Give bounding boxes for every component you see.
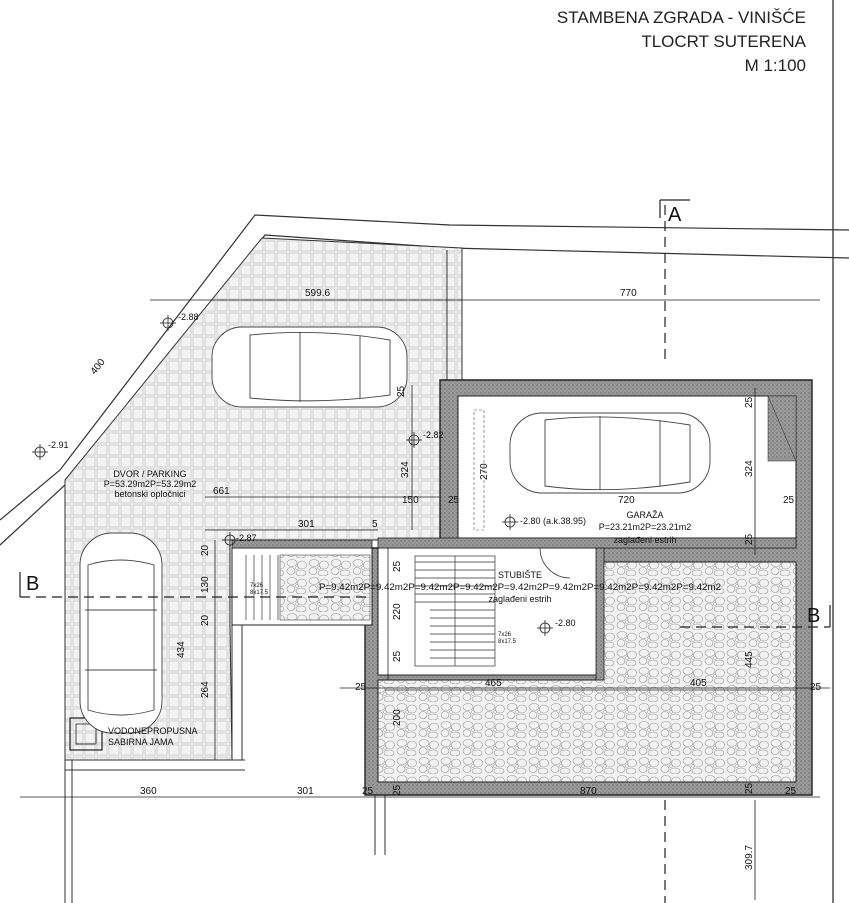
section-a-label: A	[668, 204, 682, 226]
dim-label: 360	[140, 786, 157, 797]
dim-label: 25	[392, 784, 403, 796]
room-name-garaza: GARAŽA	[626, 510, 663, 520]
dim-label: 661	[213, 486, 230, 497]
title-line-plan: TLOCRT SUTERENA	[641, 32, 806, 51]
level-label: -2.80	[555, 618, 576, 628]
title-line-scale: M 1:100	[744, 56, 806, 75]
level-label: -2.91	[48, 440, 69, 450]
dim-label: 25	[785, 786, 797, 797]
room-area-stubiste: P=9.42m2P=9.42m2P=9.42m2P=9.42m2P=9.42m2…	[319, 582, 721, 592]
title-block: STAMBENA ZGRADA - VINIŠĆE TLOCRT SUTEREN…	[557, 6, 806, 78]
level-label: -2.82	[423, 430, 444, 440]
dim-label: 150	[402, 495, 419, 506]
dim-label: 25	[448, 495, 460, 506]
garage-dashed-outline	[473, 409, 485, 531]
dim-label: 324	[744, 460, 755, 477]
room-name-dvor: DVOR / PARKING	[113, 469, 186, 479]
dim-label: 25	[744, 782, 755, 794]
section-line-b	[20, 596, 830, 628]
room-finish-garaza: zaglađeni estrih	[613, 535, 676, 545]
level-label: -2.87	[236, 533, 257, 543]
dim-label: 25	[744, 396, 755, 408]
level-markers	[32, 315, 553, 636]
door-swing	[539, 547, 571, 579]
stair-note: 8x17.5	[250, 590, 269, 596]
car-top-courtyard	[211, 326, 408, 408]
room-finish-dvor: betonski opločnici	[114, 489, 185, 499]
plot-boundary-outer	[0, 214, 849, 521]
dim-label: 301	[297, 786, 314, 797]
car-garage	[509, 412, 711, 494]
dim-label: 445	[744, 651, 755, 668]
septic-label-line1: VODONEPROPUSNA	[108, 726, 198, 736]
stair-hall-floor	[377, 547, 601, 676]
interior-stair-treads	[414, 555, 496, 667]
dim-label: 405	[690, 678, 707, 689]
section-b-right-label: B	[807, 605, 820, 627]
partition-wall	[377, 537, 797, 549]
dim-label: 324	[400, 461, 411, 478]
septic-label-line2: SABIRNA JAMA	[108, 737, 174, 747]
level-label: -2.88	[178, 312, 199, 322]
dim-label: 25	[396, 385, 407, 397]
dim-label: 465	[485, 678, 502, 689]
dim-label: 720	[618, 495, 635, 506]
plot-boundary-inner	[0, 234, 849, 546]
dim-label: 309.7	[744, 845, 755, 870]
stair-note: 7x26	[250, 583, 264, 589]
dim-label: 25	[392, 560, 403, 572]
dimension-lines	[20, 299, 830, 900]
dim-label: 599.6	[305, 288, 330, 299]
dim-label: 25	[355, 682, 367, 693]
room-finish-stubiste: zaglađeni estrih	[488, 594, 551, 604]
dim-label: 770	[620, 288, 637, 299]
room-name-stubiste: STUBIŠTE	[498, 570, 542, 580]
dim-label: 25	[810, 682, 822, 693]
dim-label: 5	[372, 519, 378, 530]
level-label: -2.80 (a.k.38.95)	[520, 516, 586, 526]
room-area-dvor: P=53.29m2P=53.29m2	[104, 479, 197, 489]
dim-label: 25	[783, 495, 795, 506]
dim-label: 25	[392, 650, 403, 662]
title-line-building: STAMBENA ZGRADA - VINIŠĆE	[556, 8, 806, 27]
dim-label: 434	[176, 641, 187, 658]
stair-note: 8x17.5	[498, 639, 517, 645]
dim-label: 870	[580, 786, 597, 797]
partition-wall	[595, 547, 605, 681]
dim-label: 301	[298, 519, 315, 530]
dim-label: 130	[200, 576, 211, 593]
dim-label: 400	[89, 357, 108, 377]
dim-label: 200	[392, 709, 403, 726]
dim-label: 20	[200, 544, 211, 556]
stair-note: 7x26	[498, 632, 512, 638]
dim-label: 220	[392, 603, 403, 620]
entry-stair-treads	[245, 555, 279, 620]
section-b-left-label: B	[26, 573, 39, 595]
entry-landing	[279, 554, 371, 621]
dim-label: 25	[362, 786, 374, 797]
room-area-garaza: P=23.21m2P=23.21m2	[599, 522, 692, 532]
entry-wall	[231, 539, 373, 549]
dim-label: 270	[479, 463, 490, 480]
dim-label: 25	[744, 533, 755, 545]
dim-label: 264	[200, 681, 211, 698]
car-left-parking	[79, 532, 163, 734]
dim-label: 20	[200, 614, 211, 626]
